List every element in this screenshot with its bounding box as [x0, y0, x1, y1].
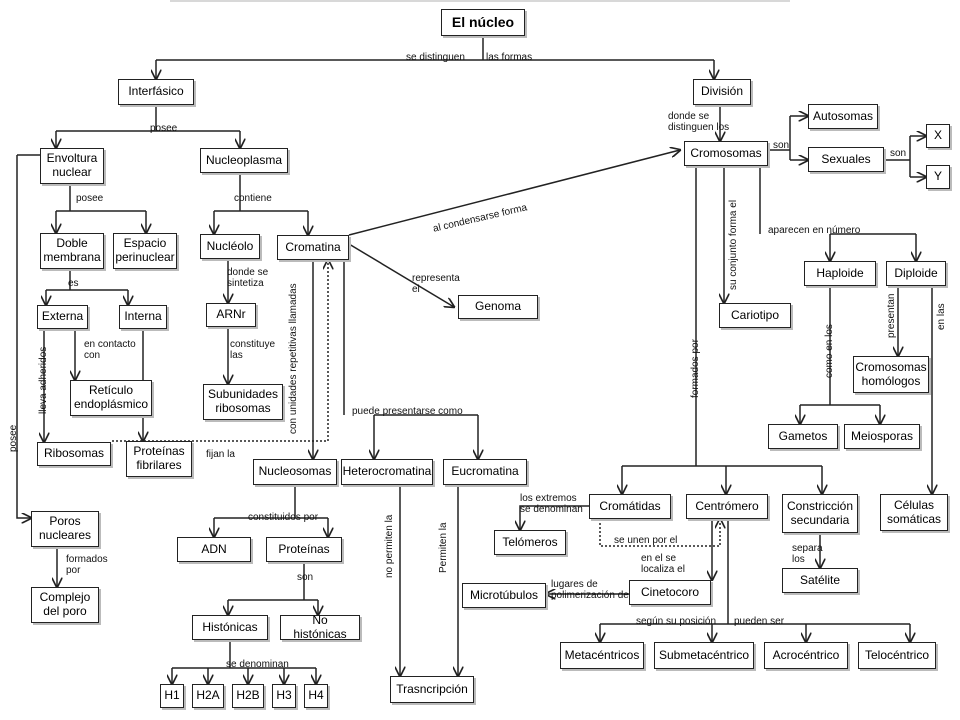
- connector: [348, 150, 680, 236]
- node-poros: Poros nucleares: [31, 511, 99, 547]
- node-proteinas-fibrilares: Proteínas fibrilares: [126, 441, 192, 477]
- label-permiten: Permiten la: [438, 522, 449, 573]
- label-como-en-los: como en los: [824, 324, 835, 378]
- node-externa: Externa: [37, 305, 88, 329]
- label-posee-poros: posee: [8, 424, 19, 452]
- node-h4: H4: [304, 684, 328, 708]
- node-genoma: Genoma: [458, 295, 538, 319]
- node-telocentrico: Telocéntrico: [858, 642, 936, 669]
- label-donde-se-sintetiza: donde se sintetiza: [227, 267, 269, 289]
- node-cromosomas: Cromosomas: [684, 141, 768, 166]
- node-no-histonicas: No histónicas: [280, 613, 360, 640]
- label-son-cromosomas: son: [773, 140, 790, 151]
- label-en-contacto-con: en contacto con: [84, 339, 136, 361]
- label-los-extremos: los extremos se denominan: [520, 493, 583, 515]
- node-nucleosomas: Nucleosomas: [253, 459, 337, 485]
- node-espacio-perinuclear: Espacio perinuclear: [113, 233, 177, 269]
- label-constituidos-por: constituidos por: [248, 512, 319, 523]
- label-formados-por-cromosomas: formados por: [690, 339, 701, 398]
- label-se-distinguen: se distinguen: [406, 52, 465, 63]
- node-centromero: Centrómero: [686, 494, 768, 519]
- node-reticulo: Retículo endoplásmico: [70, 380, 152, 416]
- connector: [348, 243, 454, 307]
- label-en-el-se-localiza: en el se localiza el: [641, 553, 685, 575]
- node-h1: H1: [160, 684, 184, 708]
- node-envoltura: Envoltura nuclear: [40, 148, 104, 184]
- label-aparecen-en-numero: aparecen en número: [768, 225, 861, 236]
- node-haploide: Haploide: [804, 261, 876, 286]
- connector: [520, 505, 589, 530]
- node-eucromatina: Eucromatina: [443, 459, 527, 485]
- node-division: División: [693, 79, 751, 105]
- dashed-connector: [599, 519, 720, 547]
- top-divider: [170, 0, 790, 2]
- label-puede-presentarse: puede presentarse como: [352, 406, 463, 417]
- label-lleva-adheridos: lleva adheridos: [38, 346, 49, 414]
- node-celulas-somaticas: Células somáticas: [880, 494, 948, 531]
- node-metacentricos: Metacéntricos: [560, 642, 644, 669]
- node-cinetocoro: Cinetocoro: [629, 580, 711, 605]
- label-las-formas: las formas: [486, 52, 533, 63]
- node-h2b: H2B: [232, 684, 264, 708]
- node-complejo-poro: Complejo del poro: [31, 587, 99, 623]
- node-sexuales: Sexuales: [808, 147, 884, 172]
- label-se-denominan-histonas: se denominan: [226, 659, 289, 670]
- node-cromosomas-homologos: Cromosomas homólogos: [853, 356, 929, 393]
- label-presentan: presentan: [886, 293, 897, 338]
- label-formados-por-poros: formados por: [66, 554, 108, 576]
- label-son-proteinas: son: [297, 572, 314, 583]
- node-nucleoplasma: Nucleoplasma: [200, 148, 288, 173]
- node-acrocentrico: Acrocéntrico: [764, 642, 848, 669]
- node-proteinas: Proteínas: [266, 537, 342, 562]
- node-arnr: ARNr: [206, 303, 256, 327]
- node-cromatidas: Cromátidas: [589, 494, 671, 519]
- label-es: es: [68, 278, 79, 289]
- node-satelite: Satélite: [782, 568, 858, 593]
- label-separa-los: separa los: [792, 543, 823, 565]
- label-segun-su-posicion: según su posición: [636, 616, 717, 627]
- label-fijan-la: fijan la: [206, 449, 235, 460]
- node-interna: Interna: [119, 305, 167, 329]
- node-cromatina: Cromatina: [277, 235, 349, 260]
- node-y: Y: [926, 165, 950, 189]
- node-autosomas: Autosomas: [808, 104, 878, 129]
- label-se-unen-por-el: se unen por el: [614, 535, 678, 546]
- node-gametos: Gametos: [768, 424, 838, 449]
- node-submetacentrico: Submetacéntrico: [654, 642, 754, 669]
- label-posee-envoltura: posee: [76, 193, 104, 204]
- label-constituye-las: constituye las: [230, 339, 276, 361]
- label-contiene: contiene: [234, 193, 272, 204]
- node-telomeros: Telómeros: [494, 530, 566, 555]
- label-posee-interfasico: posee: [150, 123, 178, 134]
- node-meiosporas: Meiosporas: [844, 424, 920, 449]
- label-pueden-ser: pueden ser: [734, 616, 785, 627]
- node-nucleo: El núcleo: [441, 9, 525, 36]
- label-lugares-de: lugares de polimerización de: [551, 579, 629, 601]
- label-donde-se-distinguen-los: donde se distinguen los: [668, 111, 730, 133]
- node-x: X: [926, 124, 950, 148]
- node-constriccion: Constricción secundaria: [782, 494, 858, 533]
- node-transcripcion: Trasncripción: [390, 676, 474, 703]
- node-doble-membrana: Doble membrana: [40, 233, 104, 269]
- label-representa-el: representa el: [412, 273, 460, 295]
- node-interfasico: Interfásico: [118, 79, 194, 105]
- node-cariotipo: Cariotipo: [719, 303, 791, 328]
- node-h2a: H2A: [192, 684, 224, 708]
- label-en-las: en las: [936, 303, 947, 330]
- node-nucleolo: Nucléolo: [200, 234, 260, 259]
- label-son-sexuales: son: [890, 148, 907, 159]
- label-no-permiten: no permiten la: [384, 514, 395, 578]
- node-ribosomas: Ribosomas: [37, 442, 111, 466]
- label-con-unidades: con unidades repetitivas llamadas: [288, 283, 299, 434]
- node-h3: H3: [272, 684, 296, 708]
- node-heterocromatina: Heterocromatina: [341, 459, 433, 485]
- node-subunidades: Subunidades ribosomas: [203, 384, 283, 420]
- node-adn: ADN: [177, 537, 251, 562]
- connector: [16, 155, 31, 518]
- node-microtubulos: Microtúbulos: [462, 583, 546, 608]
- node-diploide: Diploide: [886, 261, 946, 286]
- node-histonicas: Histónicas: [192, 615, 268, 640]
- label-su-conjunto: su conjunto forma el: [728, 199, 739, 290]
